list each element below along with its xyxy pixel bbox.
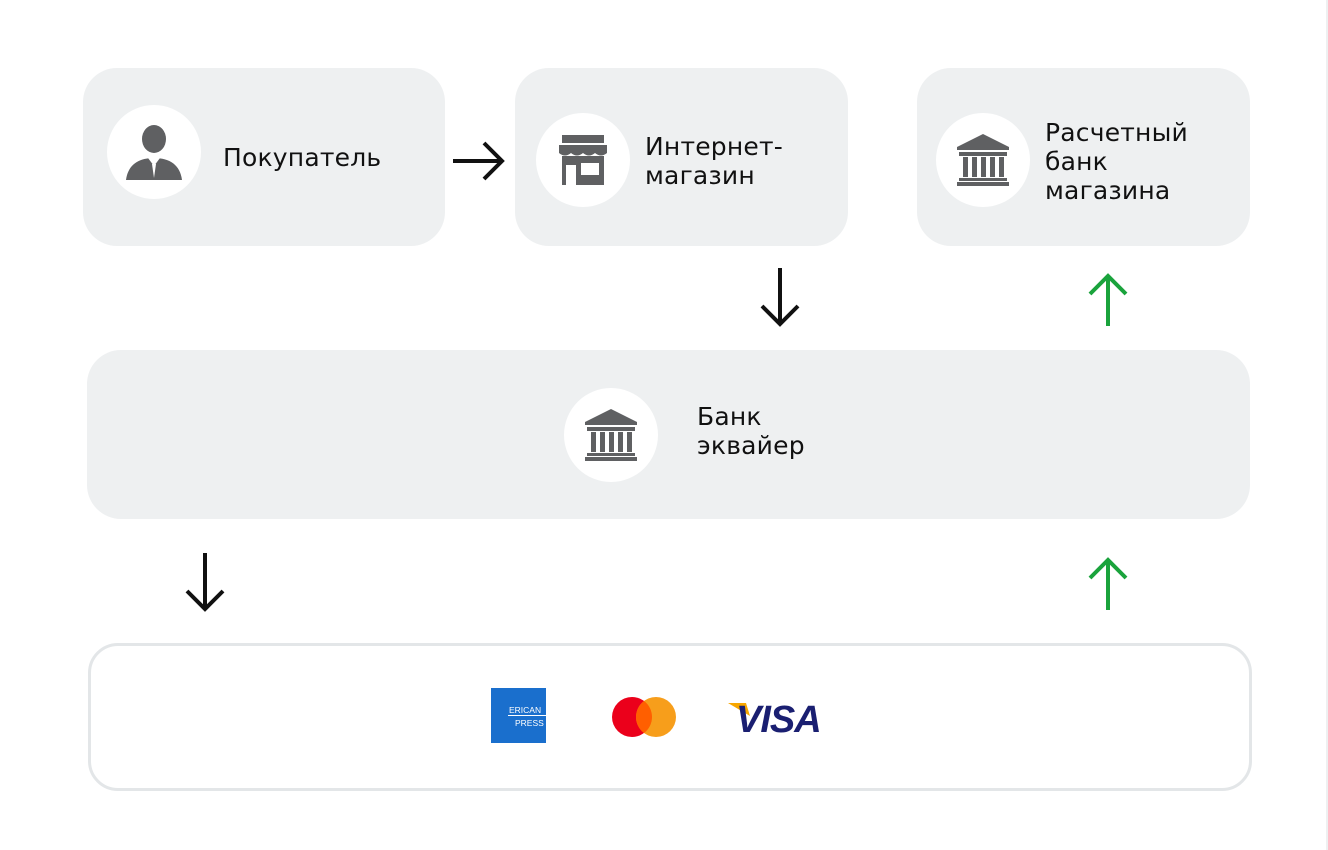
- storefront-icon: [559, 135, 607, 185]
- settlement-bank-label: Расчетный банк магазина: [1045, 118, 1188, 205]
- visa-logo-text: VISA: [736, 699, 821, 738]
- arrow-acquirer-to-payment-systems: [185, 553, 225, 612]
- settlement-bank-icon-circle: [936, 113, 1030, 207]
- shop-label: Интернет- магазин: [645, 132, 783, 190]
- acquirer-node: Банк эквайер: [87, 350, 1250, 519]
- buyer-icon-circle: [107, 105, 201, 199]
- amex-logo-text-1: ERICAN: [509, 705, 541, 715]
- person-icon: [126, 125, 182, 180]
- visa-logo: VISA: [728, 699, 822, 738]
- arrow-acquirer-to-settlement-bank: [1088, 273, 1128, 326]
- bank-icon: [585, 409, 637, 461]
- mastercard-logo: [612, 697, 676, 737]
- arrow-shop-to-acquirer: [760, 268, 800, 327]
- buyer-node: Покупатель: [83, 68, 445, 246]
- buyer-label: Покупатель: [223, 143, 382, 172]
- acquirer-icon-circle: [564, 388, 658, 482]
- amex-logo-text-2: PRESS: [515, 718, 544, 728]
- shop-node: Интернет- магазин: [515, 68, 848, 246]
- acquirer-label: Банк эквайер: [697, 402, 805, 460]
- arrow-buyer-to-shop: [453, 141, 505, 181]
- settlement-bank-node: Расчетный банк магазина: [917, 68, 1250, 246]
- right-edge-strip: [1326, 0, 1328, 850]
- shop-icon-circle: [536, 113, 630, 207]
- bank-icon: [957, 134, 1009, 186]
- arrow-payment-systems-to-acquirer: [1088, 557, 1128, 610]
- amex-logo: ERICAN PRESS: [491, 688, 546, 743]
